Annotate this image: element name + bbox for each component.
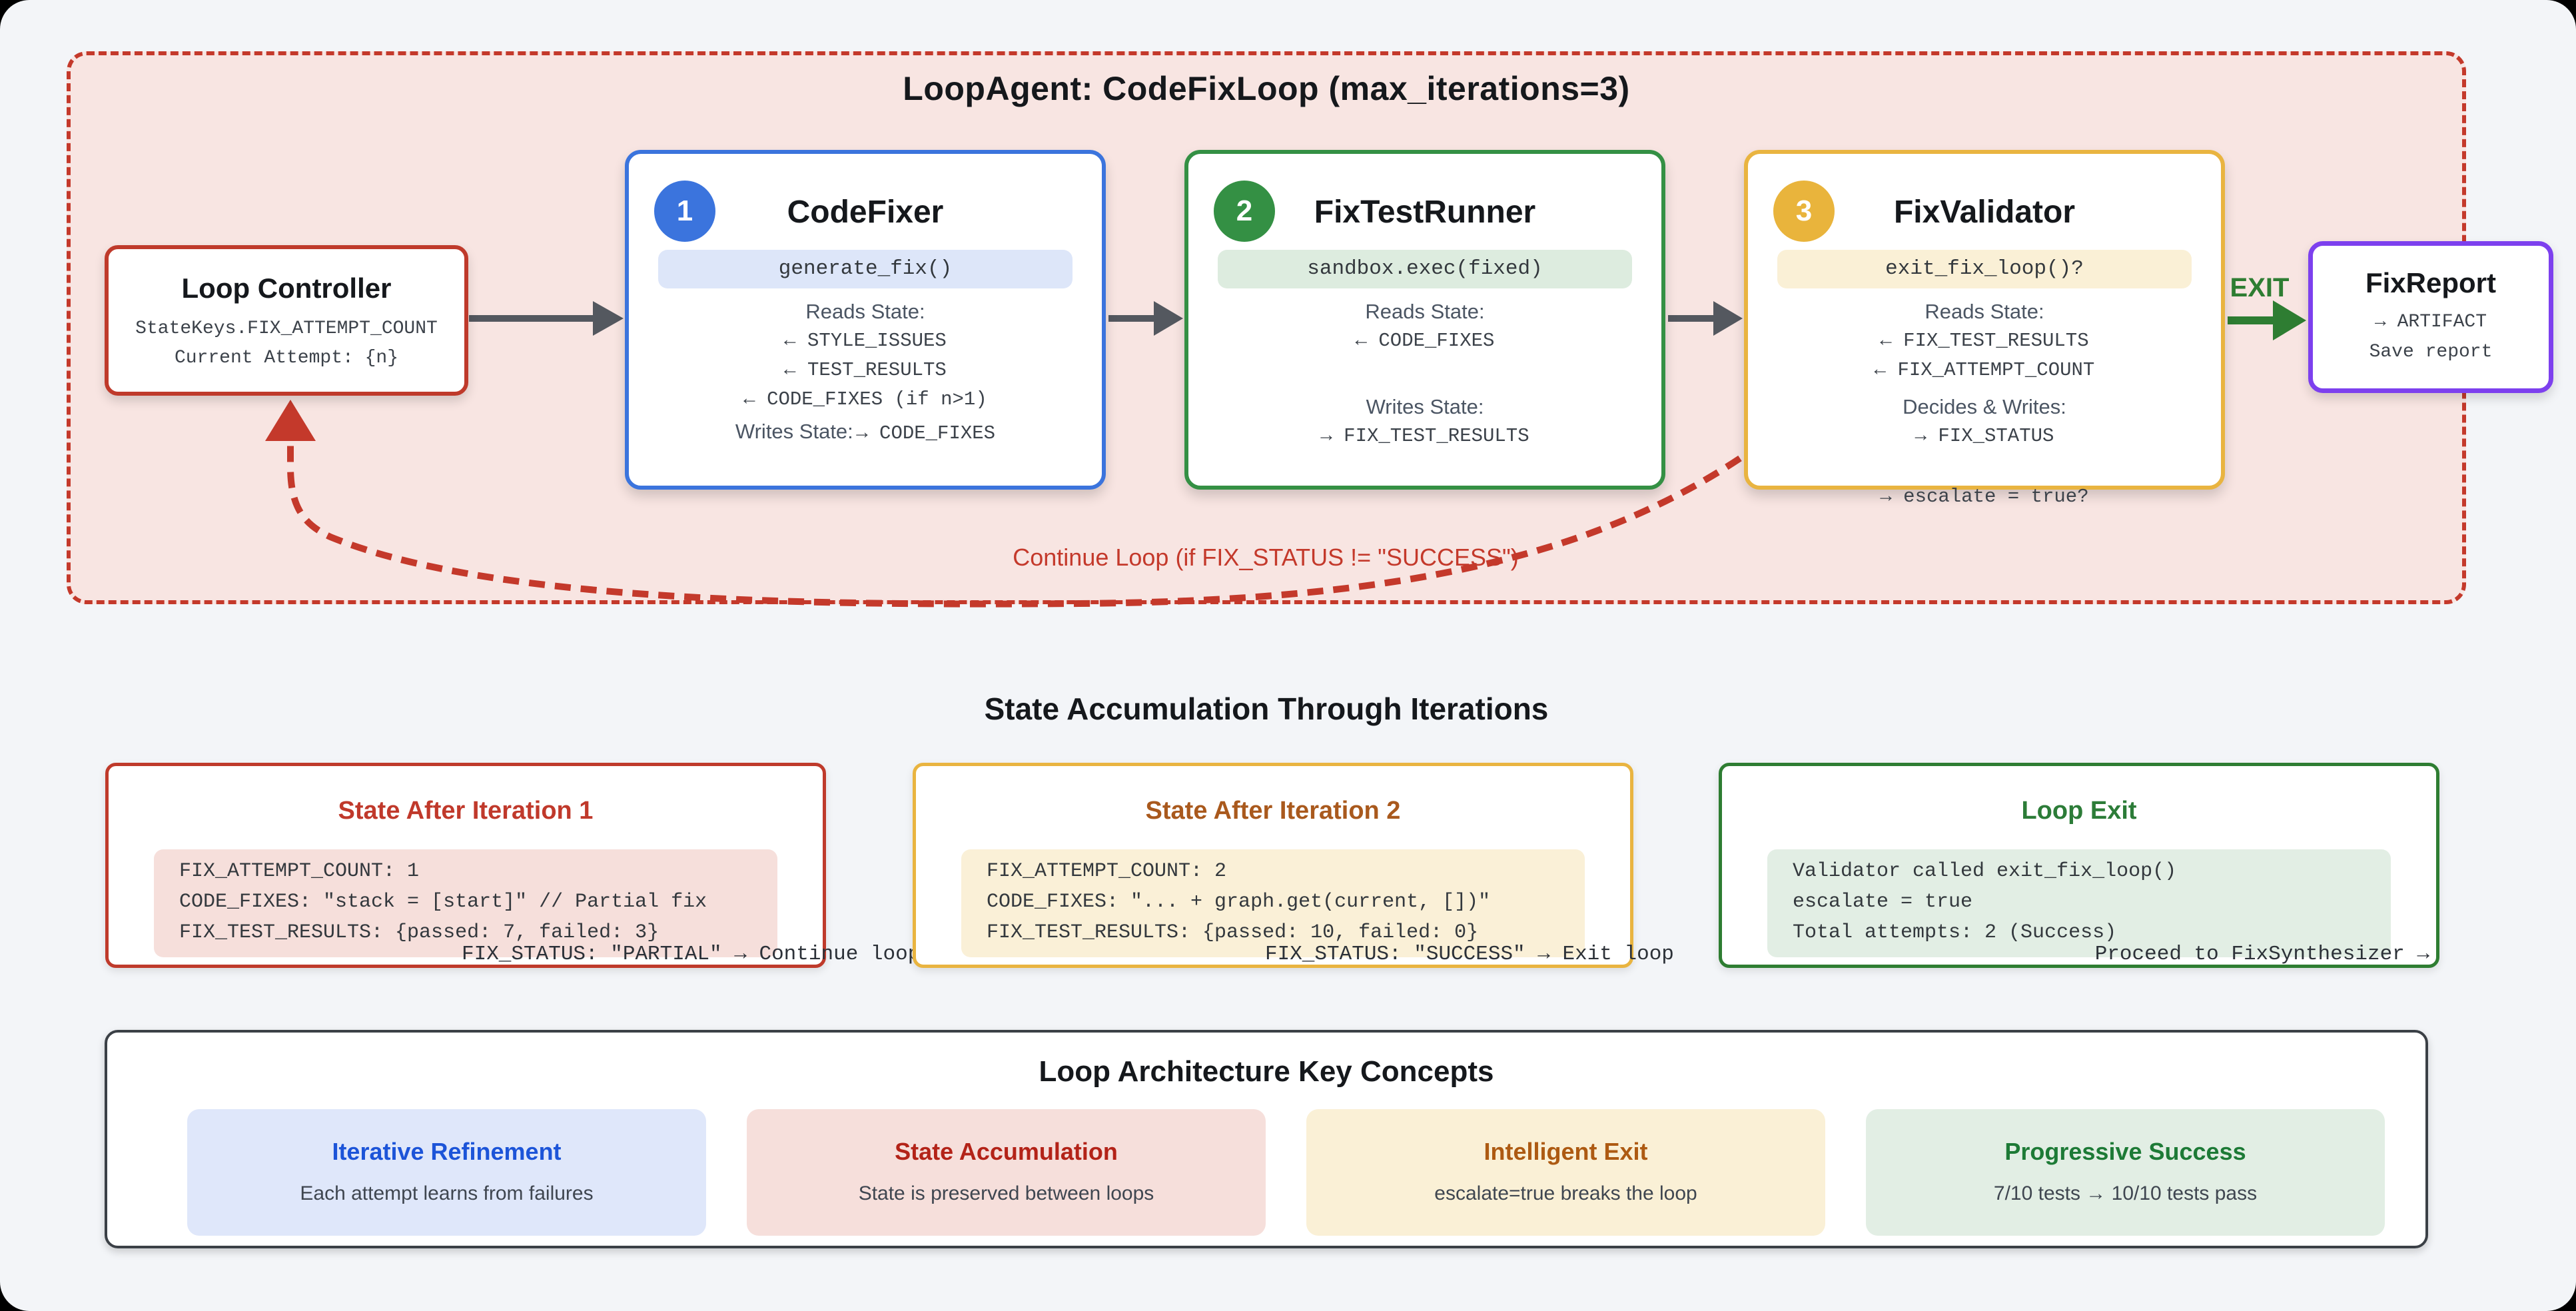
state-box-title: State After Iteration 2 <box>1145 797 1401 825</box>
agent-box-fixtestrunner: 2 FixTestRunner sandbox.exec(fixed) Read… <box>1184 150 1665 490</box>
state-section-title: State Accumulation Through Iterations <box>984 691 1549 726</box>
continue-loop-label: Continue Loop (if FIX_STATUS != "SUCCESS… <box>1013 544 1519 571</box>
state-key: ← CODE_FIXES (if n>1) <box>743 388 987 410</box>
code-line: FIX_TEST_RESULTS: {passed: 7, failed: 3} <box>179 921 659 944</box>
state-key: ← CODE_FIXES <box>1355 330 1495 352</box>
state-key: → FIX_TEST_RESULTS <box>1320 425 1529 447</box>
code-line: CODE_FIXES: "stack = [start]" // Partial… <box>179 891 707 913</box>
state-box-title: State After Iteration 1 <box>338 797 594 825</box>
agent-title: FixValidator <box>1893 195 2076 230</box>
state-box-iteration1: State After Iteration 1 FIX_ATTEMPT_COUN… <box>105 763 920 968</box>
state-key: → escalate = true? <box>1880 486 2089 508</box>
loop-controller-title: Loop Controller <box>181 272 392 304</box>
state-box-loop-exit: Loop Exit Validator called exit_fix_loop… <box>1719 763 2439 968</box>
concept-title: Progressive Success <box>2004 1138 2246 1165</box>
state-box-iteration2: State After Iteration 2 FIX_ATTEMPT_COUN… <box>913 763 1674 968</box>
agent-title: FixTestRunner <box>1314 195 1536 230</box>
fixreport-title: FixReport <box>2365 267 2496 298</box>
writes-state-label: Writes State: <box>735 420 853 443</box>
key-concepts-title: Loop Architecture Key Concepts <box>1039 1055 1494 1088</box>
state-key: ← FIX_ATTEMPT_COUNT <box>1874 359 2095 381</box>
concept-card-progressive-success: Progressive Success 7/10 tests → 10/10 t… <box>1866 1109 2385 1236</box>
agent-box-fixvalidator: 3 FixValidator exit_fix_loop()? Reads St… <box>1744 150 2225 508</box>
loop-controller-attempt: Current Attempt: {n} <box>174 348 399 368</box>
flow-arrow-icon <box>1668 301 1743 336</box>
state-code-block: Validator called exit_fix_loop() escalat… <box>1767 849 2391 957</box>
agent-function-pill: generate_fix() <box>658 250 1073 288</box>
state-code-block: FIX_ATTEMPT_COUNT: 2 CODE_FIXES: "... + … <box>961 849 1585 957</box>
reads-state-label: Reads State: <box>1925 300 2044 323</box>
step-number-badge: 1 <box>654 181 715 242</box>
step-number-badge: 3 <box>1773 181 1835 242</box>
state-key: → FIX_STATUS <box>1915 425 2054 447</box>
concept-text: Each attempt learns from failures <box>300 1182 594 1204</box>
state-box-title: Loop Exit <box>2021 797 2137 825</box>
exit-arrow-icon <box>2228 300 2306 340</box>
concept-card-state-accumulation: State Accumulation State is preserved be… <box>747 1109 1266 1236</box>
agent-function-pill: exit_fix_loop()? <box>1777 250 2192 288</box>
state-footer-line: FIX_STATUS: "SUCCESS" → Exit loop <box>1265 943 1674 966</box>
writes-state-label: Writes State: <box>1366 395 1484 418</box>
concept-card-iterative-refinement: Iterative Refinement Each attempt learns… <box>187 1109 706 1236</box>
concept-text: escalate=true breaks the loop <box>1434 1182 1697 1204</box>
state-key: → CODE_FIXES <box>856 422 996 444</box>
state-footer-line: FIX_STATUS: "PARTIAL" → Continue loop <box>462 943 921 966</box>
continue-loop-arrow <box>265 400 1742 608</box>
state-code-block: FIX_ATTEMPT_COUNT: 1 CODE_FIXES: "stack … <box>154 849 777 957</box>
state-footer-line: Proceed to FixSynthesizer → <box>2094 943 2429 966</box>
state-key: ← STYLE_ISSUES <box>784 330 947 352</box>
agent-title: CodeFixer <box>787 195 944 230</box>
fixreport-save: Save report <box>2369 342 2493 362</box>
code-line: FIX_TEST_RESULTS: {passed: 10, failed: 0… <box>987 921 1479 944</box>
reads-state-label: Reads State: <box>805 300 925 323</box>
concept-text: 7/10 tests → 10/10 tests pass <box>1993 1182 2258 1204</box>
agent-content: Reads State: ← FIX_TEST_RESULTS ← FIX_AT… <box>1748 297 2221 512</box>
loop-controller-box: Loop Controller StateKeys.FIX_ATTEMPT_CO… <box>105 245 468 396</box>
flow-arrow-icon <box>1108 301 1183 336</box>
code-line: FIX_ATTEMPT_COUNT: 1 <box>179 860 420 883</box>
agent-content: Reads State: ← CODE_FIXES Writes State: … <box>1188 297 1661 451</box>
exit-label: EXIT <box>2230 273 2290 302</box>
fixreport-artifact: → ARTIFACT <box>2374 312 2487 332</box>
fixreport-box: FixReport → ARTIFACT Save report <box>2308 241 2553 393</box>
concept-title: Intelligent Exit <box>1484 1138 1648 1165</box>
reads-state-label: Reads State: <box>1365 300 1485 323</box>
code-line: Validator called exit_fix_loop() <box>1793 860 2177 883</box>
loop-title: LoopAgent: CodeFixLoop (max_iterations=3… <box>903 70 1630 107</box>
code-line: CODE_FIXES: "... + graph.get(current, []… <box>987 891 1491 913</box>
decides-writes-label: Decides & Writes: <box>1903 395 2066 418</box>
agent-box-codefixer: 1 CodeFixer generate_fix() Reads State: … <box>625 150 1106 490</box>
flow-arrow-icon <box>469 301 624 336</box>
concept-text: State is preserved between loops <box>858 1182 1154 1204</box>
concept-title: State Accumulation <box>895 1138 1118 1165</box>
code-line: FIX_ATTEMPT_COUNT: 2 <box>987 860 1227 883</box>
concept-card-intelligent-exit: Intelligent Exit escalate=true breaks th… <box>1306 1109 1825 1236</box>
code-line: Total attempts: 2 (Success) <box>1793 921 2117 944</box>
state-key: ← TEST_RESULTS <box>784 359 947 381</box>
agent-content: Reads State: ← STYLE_ISSUES ← TEST_RESUL… <box>629 297 1102 451</box>
writes-state-line: Writes State: → CODE_FIXES <box>629 417 1102 451</box>
step-number-badge: 2 <box>1214 181 1275 242</box>
agent-function-pill: sandbox.exec(fixed) <box>1218 250 1632 288</box>
concept-title: Iterative Refinement <box>332 1138 562 1165</box>
state-key: ← FIX_TEST_RESULTS <box>1880 330 2089 352</box>
loop-controller-statekey: StateKeys.FIX_ATTEMPT_COUNT <box>135 318 438 339</box>
code-line: escalate = true <box>1793 891 1973 913</box>
